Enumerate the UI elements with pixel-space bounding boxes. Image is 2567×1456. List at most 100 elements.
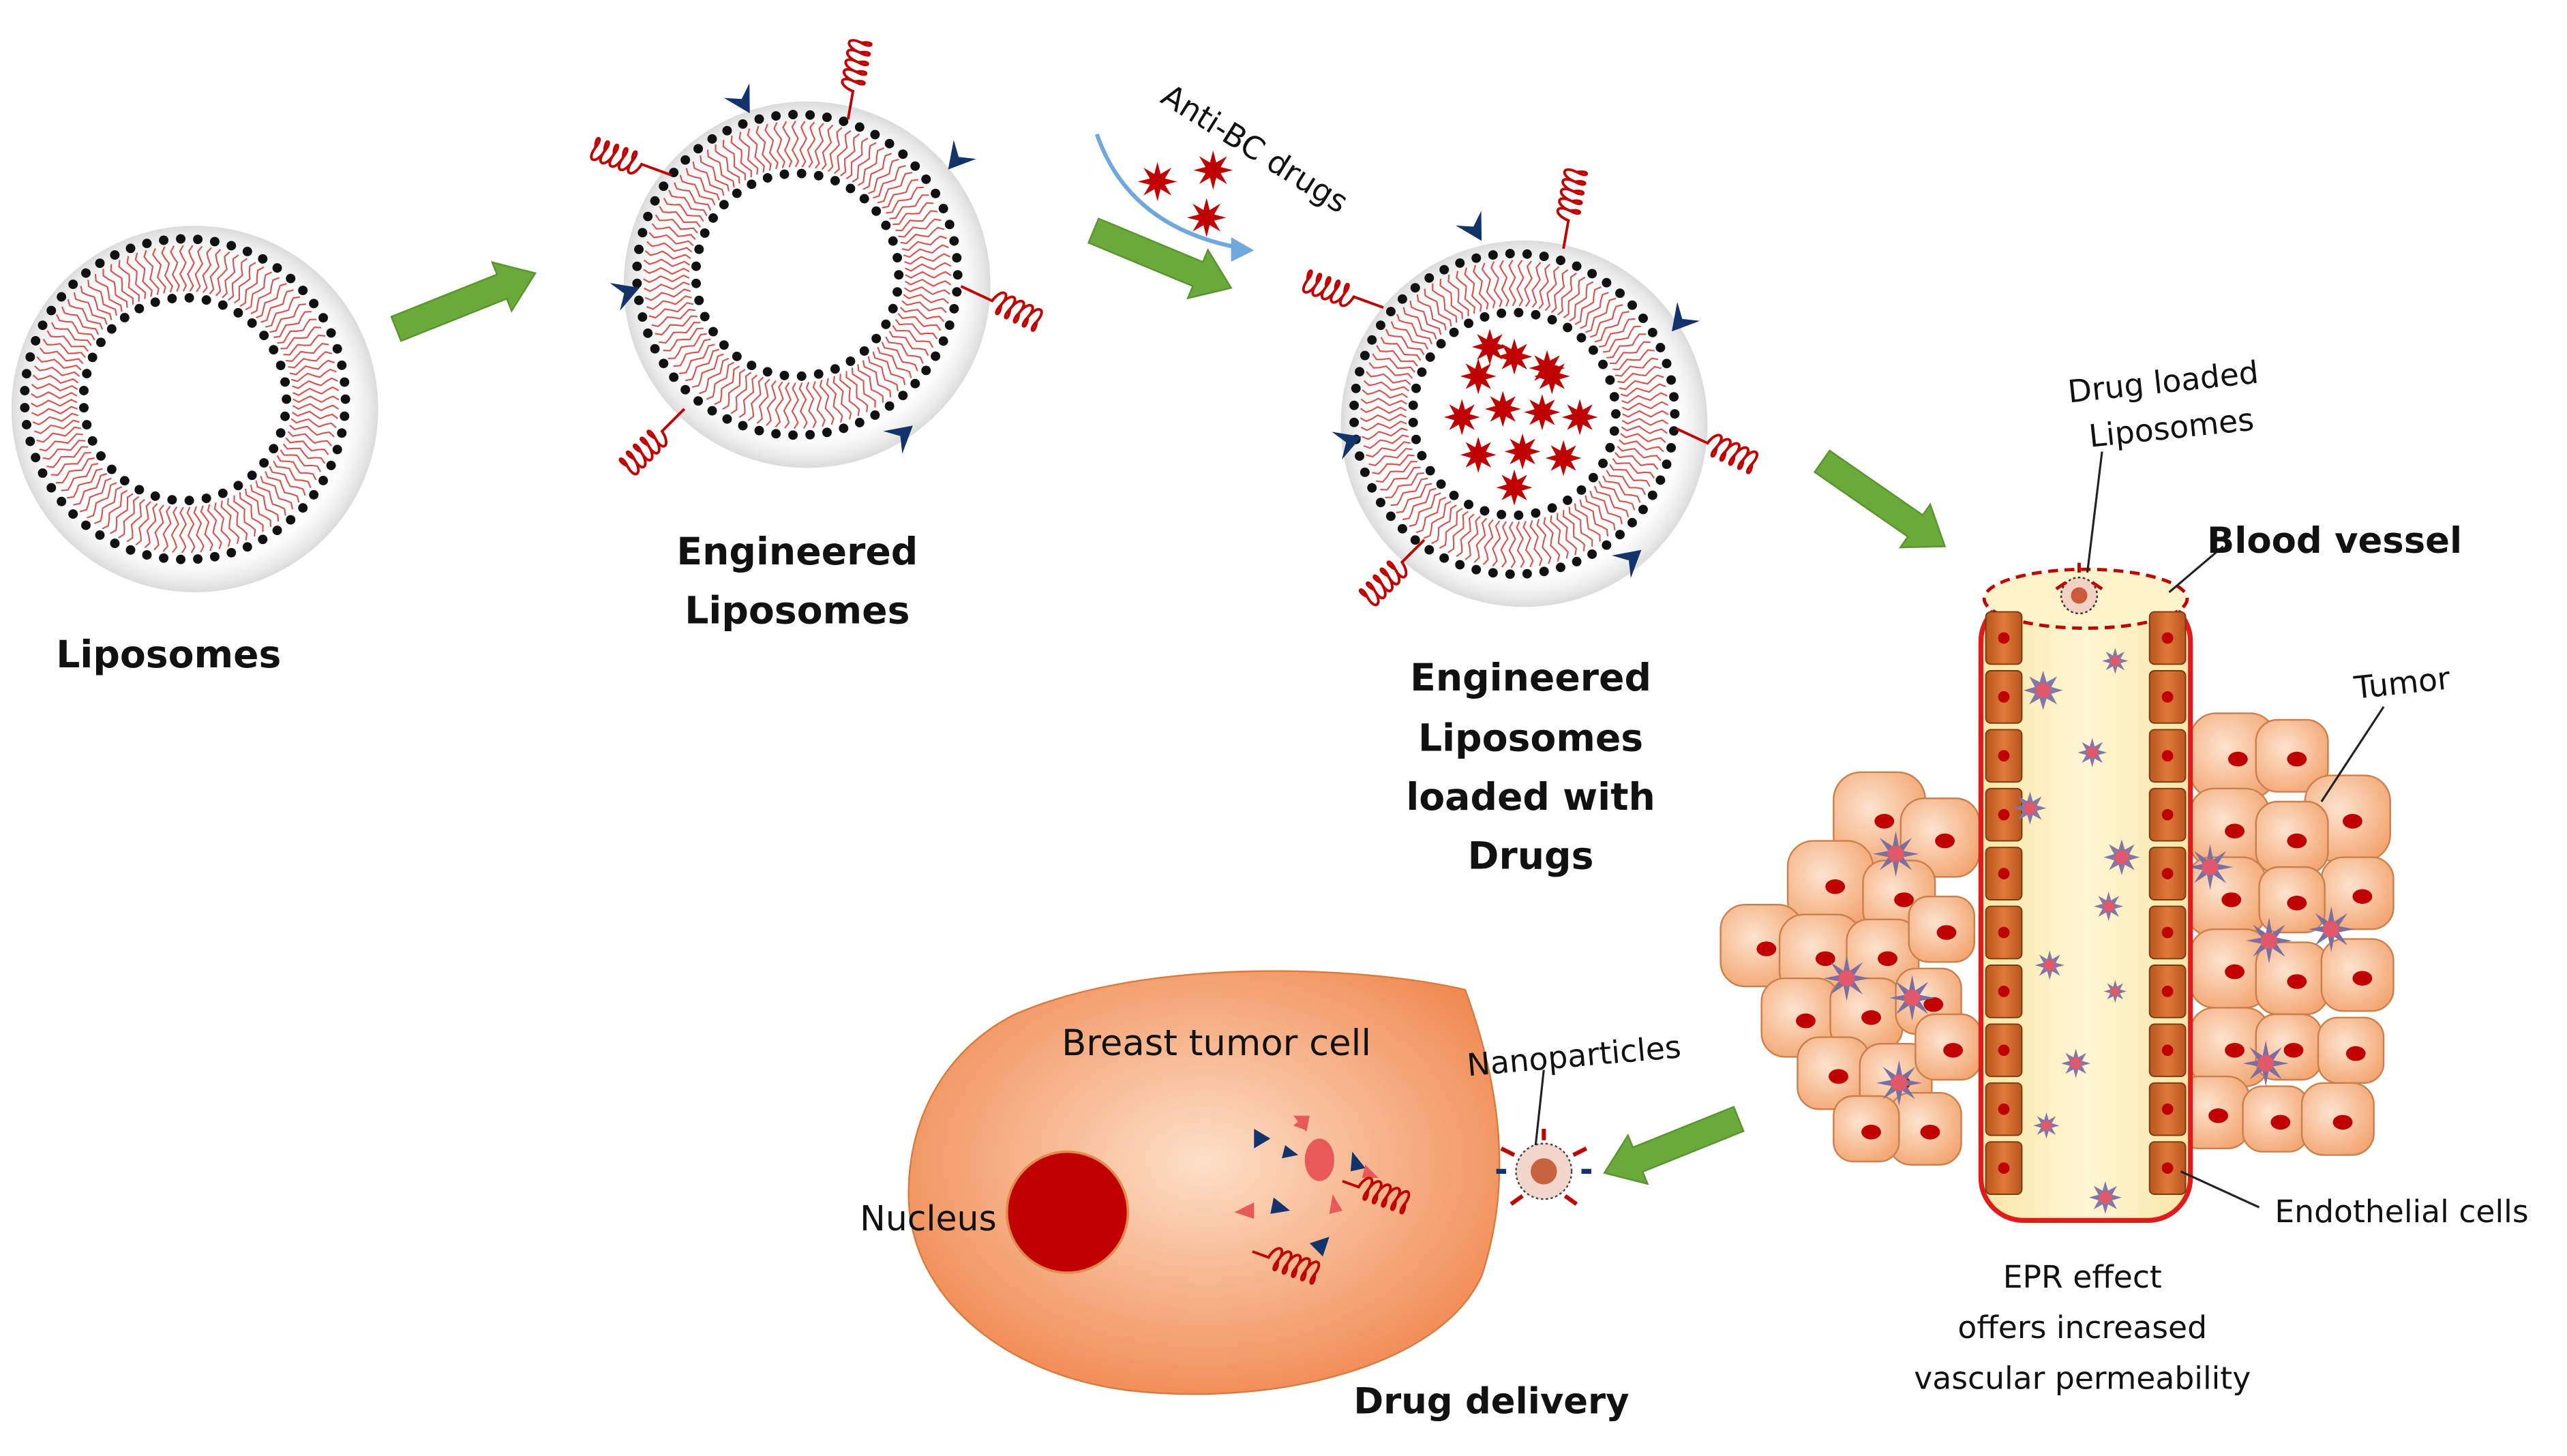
lipid-head	[634, 244, 644, 254]
lipid-head	[659, 359, 669, 369]
lipid-head	[1605, 375, 1615, 385]
lipid-head	[193, 554, 203, 564]
lipid-head	[643, 211, 653, 222]
drug-star	[1460, 358, 1497, 395]
drug-fragment	[1282, 1145, 1299, 1159]
endothelial-nucleus	[1998, 750, 2010, 762]
lipid-head	[46, 305, 57, 316]
lipid-head	[1355, 451, 1365, 461]
lipid-head	[242, 246, 252, 256]
tumor-cell-nucleus	[2225, 1043, 2245, 1058]
lipid-head	[275, 428, 286, 438]
lipid-head	[201, 295, 211, 305]
lipid-head	[931, 188, 941, 198]
lipid-head	[150, 297, 160, 307]
tumor-cell-nucleus	[1894, 892, 1914, 907]
lipid-head	[1615, 288, 1625, 299]
lipid-head	[1455, 258, 1465, 268]
lipid-head	[1576, 485, 1587, 495]
lipid-head	[1662, 459, 1672, 470]
lipid-head	[632, 278, 642, 288]
lipid-head	[719, 200, 729, 210]
endothelial-nucleus	[2161, 1044, 2174, 1057]
lipid-head	[82, 420, 92, 430]
lipid-head	[82, 369, 92, 379]
lipid-head	[938, 204, 948, 213]
lipid-head	[57, 292, 67, 302]
lipid-head	[813, 170, 824, 181]
lipid-head	[258, 254, 268, 264]
lipid-head	[949, 303, 959, 314]
endothelial-cell-wall	[1985, 611, 2187, 1195]
lipid-head	[669, 168, 679, 178]
nanoparticle-core	[2035, 682, 2051, 698]
lipid-head	[1424, 273, 1435, 283]
lipid-head	[1408, 417, 1418, 427]
lipid-head	[1497, 509, 1507, 519]
endothelial-nucleus	[2161, 808, 2174, 821]
label-nanoparticles: Nanoparticles	[1465, 1029, 1682, 1083]
lipid-head	[1449, 327, 1459, 337]
lipid-head	[1505, 249, 1515, 259]
lipid-head	[854, 122, 865, 132]
lipid-head	[1367, 335, 1377, 345]
lipid-head	[637, 228, 648, 238]
tumor-cell-nucleus	[2352, 971, 2373, 986]
drug-fragment	[1362, 1164, 1379, 1178]
drug-star	[1496, 338, 1533, 375]
lipid-head	[1669, 426, 1679, 436]
lipid-head	[1376, 320, 1385, 331]
tumor-cell-nucleus	[1935, 833, 1955, 849]
nanoparticle-core	[2110, 987, 2120, 996]
lipid-head	[707, 134, 717, 144]
drug-fragment	[1254, 1129, 1271, 1149]
peptide-ligand	[618, 408, 686, 476]
lipid-head	[722, 414, 732, 424]
tumor-cell-nucleus	[1829, 1069, 1848, 1084]
lipid-head	[1449, 490, 1459, 500]
lipid-head	[167, 495, 177, 505]
endothelial-nucleus	[2161, 1103, 2174, 1115]
peptide-ligand	[841, 39, 873, 120]
lipid-head	[1547, 503, 1557, 513]
lipid-head	[96, 337, 106, 348]
lipid-head	[881, 220, 891, 230]
lipid-head	[1609, 392, 1619, 402]
lipid-head	[691, 261, 701, 271]
lipid-head	[952, 270, 963, 280]
lipid-head	[700, 228, 710, 238]
nanoparticle-core	[2099, 1191, 2112, 1204]
lipid-head	[719, 340, 729, 350]
lipid-head	[110, 250, 120, 260]
lipid-head	[788, 430, 798, 440]
lipid-head	[694, 295, 704, 305]
lipid-head	[881, 319, 891, 329]
tumor-cell-nucleus	[2283, 1043, 2304, 1058]
lipid-head	[1615, 530, 1625, 540]
flow-arrow	[1813, 449, 1947, 549]
drug-fragment	[1293, 1115, 1310, 1132]
lipid-head	[332, 444, 342, 455]
lipid-head	[37, 468, 48, 479]
endothelial-nucleus	[2161, 1162, 2174, 1174]
lipid-head	[87, 352, 97, 363]
lipid-head	[1397, 294, 1407, 304]
nanoparticle-core	[2086, 746, 2098, 759]
nanoparticle-core	[1891, 1074, 1908, 1091]
lipid-head	[286, 273, 296, 284]
lipid-head	[870, 130, 880, 140]
lipid-head	[340, 411, 350, 421]
lipid-head	[921, 365, 931, 376]
lipid-head	[1576, 333, 1587, 343]
label-endothelial-cells: Endothelial cells	[2275, 1194, 2528, 1230]
lipid-head	[1480, 312, 1490, 322]
lipid-head	[805, 429, 815, 440]
drug-insertion-curve-arrow	[1094, 133, 1245, 251]
lipid-head	[1531, 309, 1541, 320]
lipid-head	[1349, 417, 1360, 427]
lipid-head	[280, 377, 290, 387]
lipid-head	[871, 206, 882, 216]
lipid-head	[326, 328, 336, 338]
lipid-head	[634, 295, 644, 305]
lipid-head	[859, 346, 869, 356]
